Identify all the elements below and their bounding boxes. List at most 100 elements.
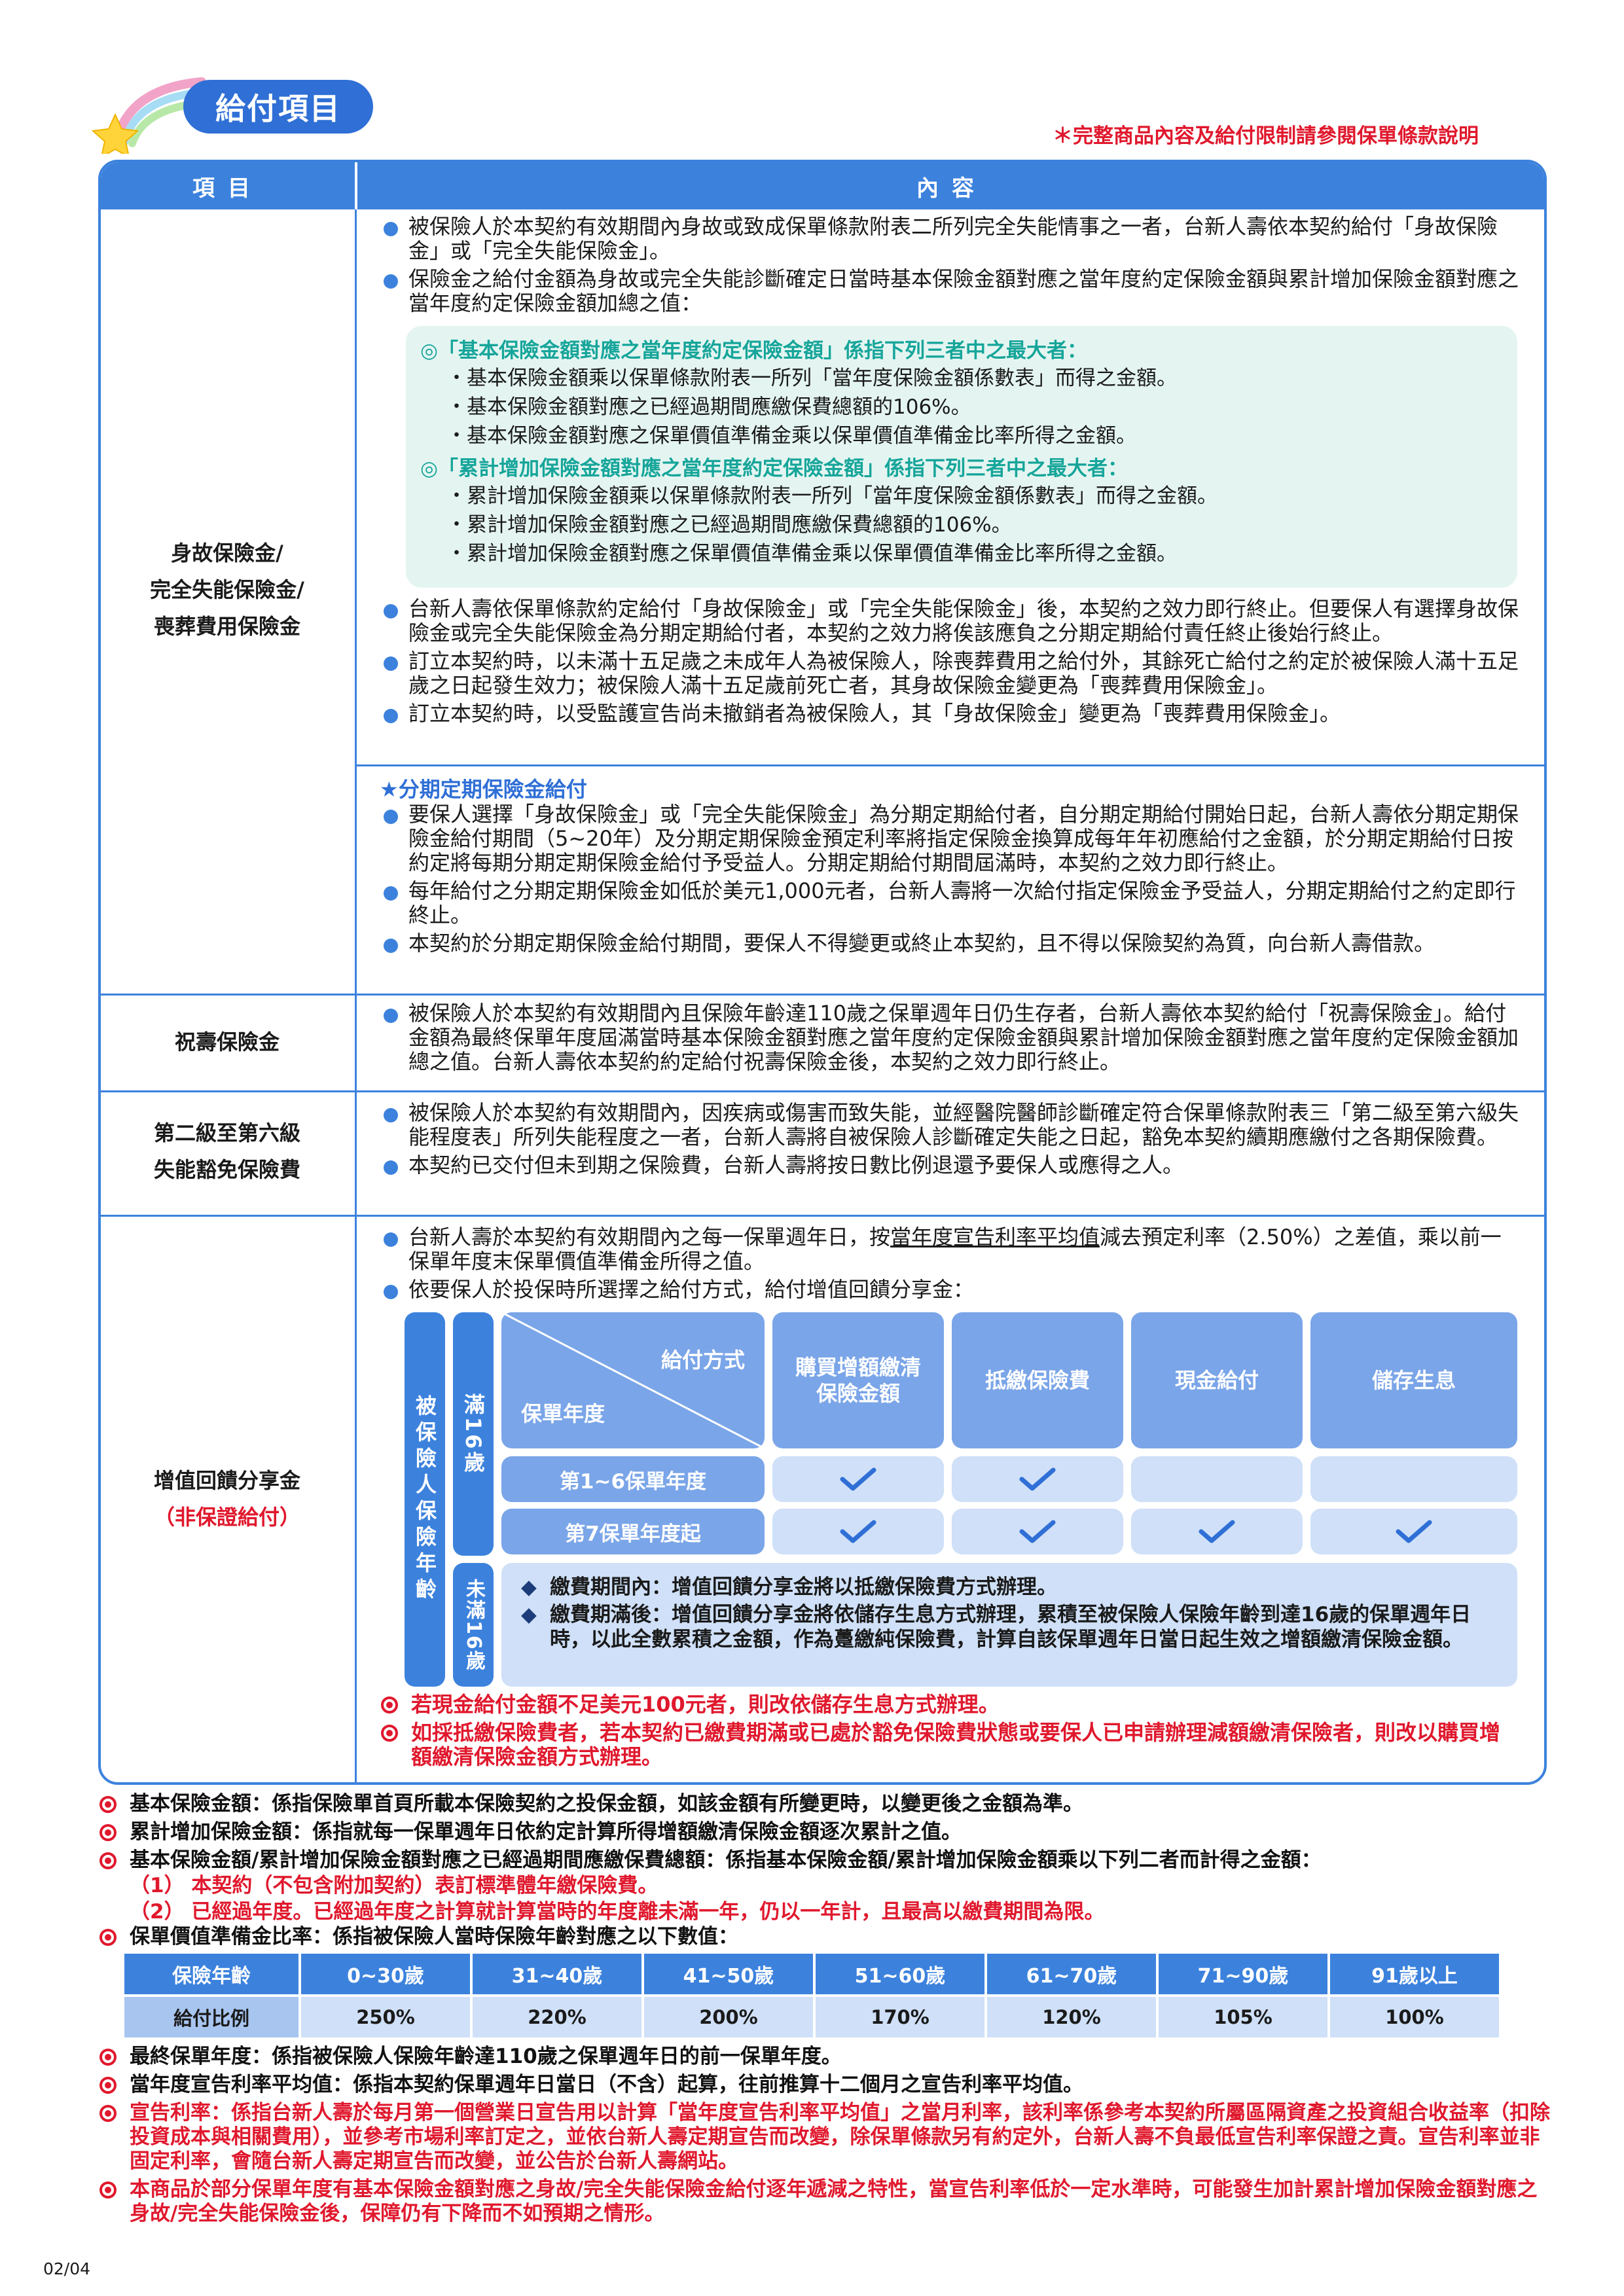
installment-content: ★分期定期保險金給付 要保人選擇「身故保險金」或「完全失能保險金」為分期定期給付… xyxy=(380,776,1519,956)
ratio-value-cell: 200% xyxy=(644,1997,813,2037)
check-icon xyxy=(840,1467,876,1491)
over16-label: 滿16歲 xyxy=(453,1312,494,1556)
method-cell xyxy=(952,1456,1123,1502)
year-row-label: 第1~6保單年度 xyxy=(501,1456,765,1502)
check-icon xyxy=(1396,1520,1432,1543)
method-cell xyxy=(1310,1509,1517,1554)
def-8: 本商品於部分保單年度有基本保險金額對應之身故/完全失能保險金給付逐年遞減之特性，… xyxy=(98,2178,1551,2226)
ratio-value-cell: 120% xyxy=(987,1997,1156,2037)
check-icon xyxy=(1019,1520,1056,1543)
ratio-header-cell: 保險年齡 xyxy=(124,1954,298,1994)
dividend-note-1: 若現金給付金額不足美元100元者，則改依儲存生息方式辦理。 xyxy=(380,1693,1519,1717)
check-icon xyxy=(840,1520,876,1543)
death-content-2: 台新人壽依保單條款約定給付「身故保險金」或「完全失能保險金」後，本契約之效力即行… xyxy=(380,597,1519,726)
waiver-content: 被保險人於本契約有效期間內，因疾病或傷害而致失能，並經醫院醫師診斷確定符合保單條… xyxy=(380,1101,1519,1177)
def-1: 基本保險金額：係指保險單首頁所載本保險契約之投保金額，如該金額有所變更時，以變更… xyxy=(98,1792,1551,1816)
row-label-waiver: 第二級至第六級 失能豁免保險費 xyxy=(153,1120,300,1182)
page-number: 02/04 xyxy=(43,2259,91,2278)
def-3b: （2） 已經過年度。已經過年度之計算就計算當時的年度離未滿一年，仍以一年計，且最… xyxy=(130,1900,1105,1924)
age-vertical-label: 被保險人保險年齡 xyxy=(405,1312,445,1687)
dividend-note-2: 如採抵繳保險費者，若本契約已繳費期滿或已處於豁免保險費狀態或要保人已申請辦理減額… xyxy=(380,1721,1519,1769)
ratio-value-cell: 220% xyxy=(473,1997,641,2037)
content-header: 內容 xyxy=(916,175,987,202)
under16-label: 未滿16歲 xyxy=(453,1563,494,1687)
installment-title: ★分期定期保險金給付 xyxy=(380,777,587,802)
disclaimer: ＊完整商品內容及給付限制請參閱保單條款說明 xyxy=(1053,124,1479,148)
ratio-header-cell: 41~50歲 xyxy=(644,1954,813,1994)
box2-item: ・累計增加保險金額乘以保單條款附表一所列「當年度保險金額係數表」而得之金額。 xyxy=(446,484,1218,508)
definitions-2: 最終保單年度：係指被保險人保險年齡達110歲之保單週年日的前一保單年度。 當年度… xyxy=(98,2045,1551,2226)
under16-item-2: ◆繳費期滿後：增值回饋分享金將依儲存生息方式辦理，累積至被保險人保險年齡到達16… xyxy=(521,1603,1471,1651)
box1-title: ◎「基本保險金額對應之當年度約定保險金額」係指下列三者中之最大者： xyxy=(420,339,1088,363)
waiver-p2: 本契約已交付但未到期之保險費，台新人壽將按日數比例退還予要保人或應得之人。 xyxy=(380,1153,1519,1177)
installment-p3: 本契約於分期定期保險金給付期間，要保人不得變更或終止本契約，且不得以保險契約為質… xyxy=(380,931,1519,956)
method-header: 抵繳保險費 xyxy=(952,1312,1123,1448)
death-formula-box: ◎「基本保險金額對應之當年度約定保險金額」係指下列三者中之最大者： ・基本保險金… xyxy=(406,326,1517,588)
ratio-header-cell: 31~40歲 xyxy=(473,1954,641,1994)
def-3: 基本保險金額/累計增加保險金額對應之已經過期間應繳保費總額：係指基本保險金額/累… xyxy=(98,1848,1551,1873)
installment-p2: 每年給付之分期定期保險金如低於美元1,000元者，台新人壽將一次給付指定保險金予… xyxy=(380,879,1519,927)
def-6: 當年度宣告利率平均值：係指本契約保單週年日當日（不含）起算，往前推算十二個月之宣… xyxy=(98,2073,1551,2097)
dividend-notes: 若現金給付金額不足美元100元者，則改依儲存生息方式辦理。 如採抵繳保險費者，若… xyxy=(380,1693,1519,1769)
def-5: 最終保單年度：係指被保險人保險年齡達110歲之保單週年日的前一保單年度。 xyxy=(98,2045,1551,2069)
death-p2: 保險金之給付金額為身故或完全失能診斷確定日當時基本保險金額對應之當年度約定保險金… xyxy=(380,267,1519,315)
def-4: 保單價值準備金比率：係指被保險人當時保險年齡對應之以下數值： xyxy=(98,1925,1551,1949)
dividend-p1: 台新人壽於本契約有效期間內之每一保單週年日，按當年度宣告利率平均值減去預定利率（… xyxy=(380,1225,1519,1274)
definitions: 基本保險金額：係指保險單首頁所載本保險契約之投保金額，如該金額有所變更時，以變更… xyxy=(98,1792,1551,1949)
box2-item: ・累計增加保險金額對應之已經過期間應繳保費總額的106%。 xyxy=(446,513,1012,537)
benefits-table: 項目 內容 xyxy=(98,160,1547,1785)
longevity-content: 被保險人於本契約有效期間內且保險年齡達110歲之保單週年日仍生存者，台新人壽依本… xyxy=(380,1001,1519,1074)
method-header: 購買增額繳清保險金額 xyxy=(772,1312,944,1448)
row-label-death: 身故保險金/ 完全失能保險金/ 喪葬費用保險金 xyxy=(150,541,304,639)
death-p3: 台新人壽依保單條款約定給付「身故保險金」或「完全失能保險金」後，本契約之效力即行… xyxy=(380,597,1519,645)
grid-corner-header: 給付方式 保單年度 xyxy=(501,1312,765,1448)
dividend-p2: 依要保人於投保時所選擇之給付方式，給付增值回饋分享金： xyxy=(380,1278,1519,1302)
longevity-p1: 被保險人於本契約有效期間內且保險年齡達110歲之保單週年日仍生存者，台新人壽依本… xyxy=(380,1001,1519,1074)
dividend-content: 台新人壽於本契約有效期間內之每一保單週年日，按當年度宣告利率平均值減去預定利率（… xyxy=(380,1225,1519,1302)
method-header: 現金給付 xyxy=(1131,1312,1303,1448)
method-header: 儲存生息 xyxy=(1310,1312,1517,1448)
def-2: 累計增加保險金額：係指就每一保單週年日依約定計算所得增額繳清保險金額逐次累計之值… xyxy=(98,1820,1551,1844)
ratio-value-cell: 105% xyxy=(1159,1997,1327,2037)
ratio-header-cell: 91歲以上 xyxy=(1330,1954,1499,1994)
ratio-value-cell: 250% xyxy=(301,1997,470,2037)
ratio-value-cell: 170% xyxy=(816,1997,984,2037)
check-icon xyxy=(1199,1520,1235,1543)
death-content: 被保險人於本契約有效期間內身故或致成保單條款附表二所列完全失能情事之一者，台新人… xyxy=(380,215,1519,315)
item-header: 項目 xyxy=(192,175,263,202)
method-cell xyxy=(952,1509,1123,1554)
row-label-longevity: 祝壽保險金 xyxy=(174,1029,280,1054)
under16-box: ◆繳費期間內：增值回饋分享金將以抵繳保險費方式辦理。 ◆繳費期滿後：增值回饋分享… xyxy=(501,1563,1517,1687)
def-7: 宣告利率：係指台新人壽於每月第一個營業日宣告用以計算「當年度宣告利率平均值」之當… xyxy=(98,2101,1551,2174)
ratio-header-cell: 0~30歲 xyxy=(301,1954,470,1994)
installment-p1: 要保人選擇「身故保險金」或「完全失能保險金」為分期定期給付者，自分期定期給付開始… xyxy=(380,802,1519,875)
ratio-header-cell: 61~70歲 xyxy=(987,1954,1156,1994)
method-cell xyxy=(772,1456,944,1502)
check-icon xyxy=(1019,1467,1056,1491)
method-cell xyxy=(1131,1509,1303,1554)
method-cell xyxy=(1310,1456,1517,1502)
def-3a: （1） 本契約（不包含附加契約）表訂標準體年繳保險費。 xyxy=(130,1874,659,1897)
section-title-pill: 給付項目 xyxy=(183,80,373,134)
table-header xyxy=(101,162,1544,209)
death-p5: 訂立本契約時，以受監護宣告尚未撤銷者為被保險人，其「身故保險金」變更為「喪葬費用… xyxy=(380,702,1519,726)
method-cell xyxy=(772,1509,944,1554)
year-row-label: 第7保單年度起 xyxy=(501,1509,765,1554)
ratio-header-cell: 71~90歲 xyxy=(1159,1954,1327,1994)
box2-title: ◎「累計增加保險金額對應之當年度約定保險金額」係指下列三者中之最大者： xyxy=(420,457,1128,480)
under16-item-1: ◆繳費期間內：增值回饋分享金將以抵繳保險費方式辦理。 xyxy=(521,1575,1057,1599)
section-title: 給付項目 xyxy=(215,91,341,126)
ratio-value-cell: 100% xyxy=(1330,1997,1499,2037)
death-p4: 訂立本契約時，以未滿十五足歲之未成年人為被保險人，除喪葬費用之給付外，其餘死亡給… xyxy=(380,649,1519,698)
row-label-dividend: 增值回饋分享金 （非保證給付） xyxy=(153,1468,300,1530)
waiver-p1: 被保險人於本契約有效期間內，因疾病或傷害而致失能，並經醫院醫師診斷確定符合保單條… xyxy=(380,1101,1519,1149)
box1-item: ・基本保險金額乘以保單條款附表一所列「當年度保險金額係數表」而得之金額。 xyxy=(446,367,1177,390)
death-p1: 被保險人於本契約有效期間內身故或致成保單條款附表二所列完全失能情事之一者，台新人… xyxy=(380,215,1519,263)
method-cell xyxy=(1131,1456,1303,1502)
box1-item: ・基本保險金額對應之保單價值準備金乘以保單價值準備金比率所得之金額。 xyxy=(446,424,1136,448)
box2-item: ・累計增加保險金額對應之保單價值準備金乘以保單價值準備金比率所得之金額。 xyxy=(446,542,1177,565)
ratio-value-cell: 給付比例 xyxy=(124,1997,298,2037)
box1-item: ・基本保險金額對應之已經過期間應繳保費總額的106%。 xyxy=(446,395,971,419)
ratio-header-cell: 51~60歲 xyxy=(816,1954,984,1994)
